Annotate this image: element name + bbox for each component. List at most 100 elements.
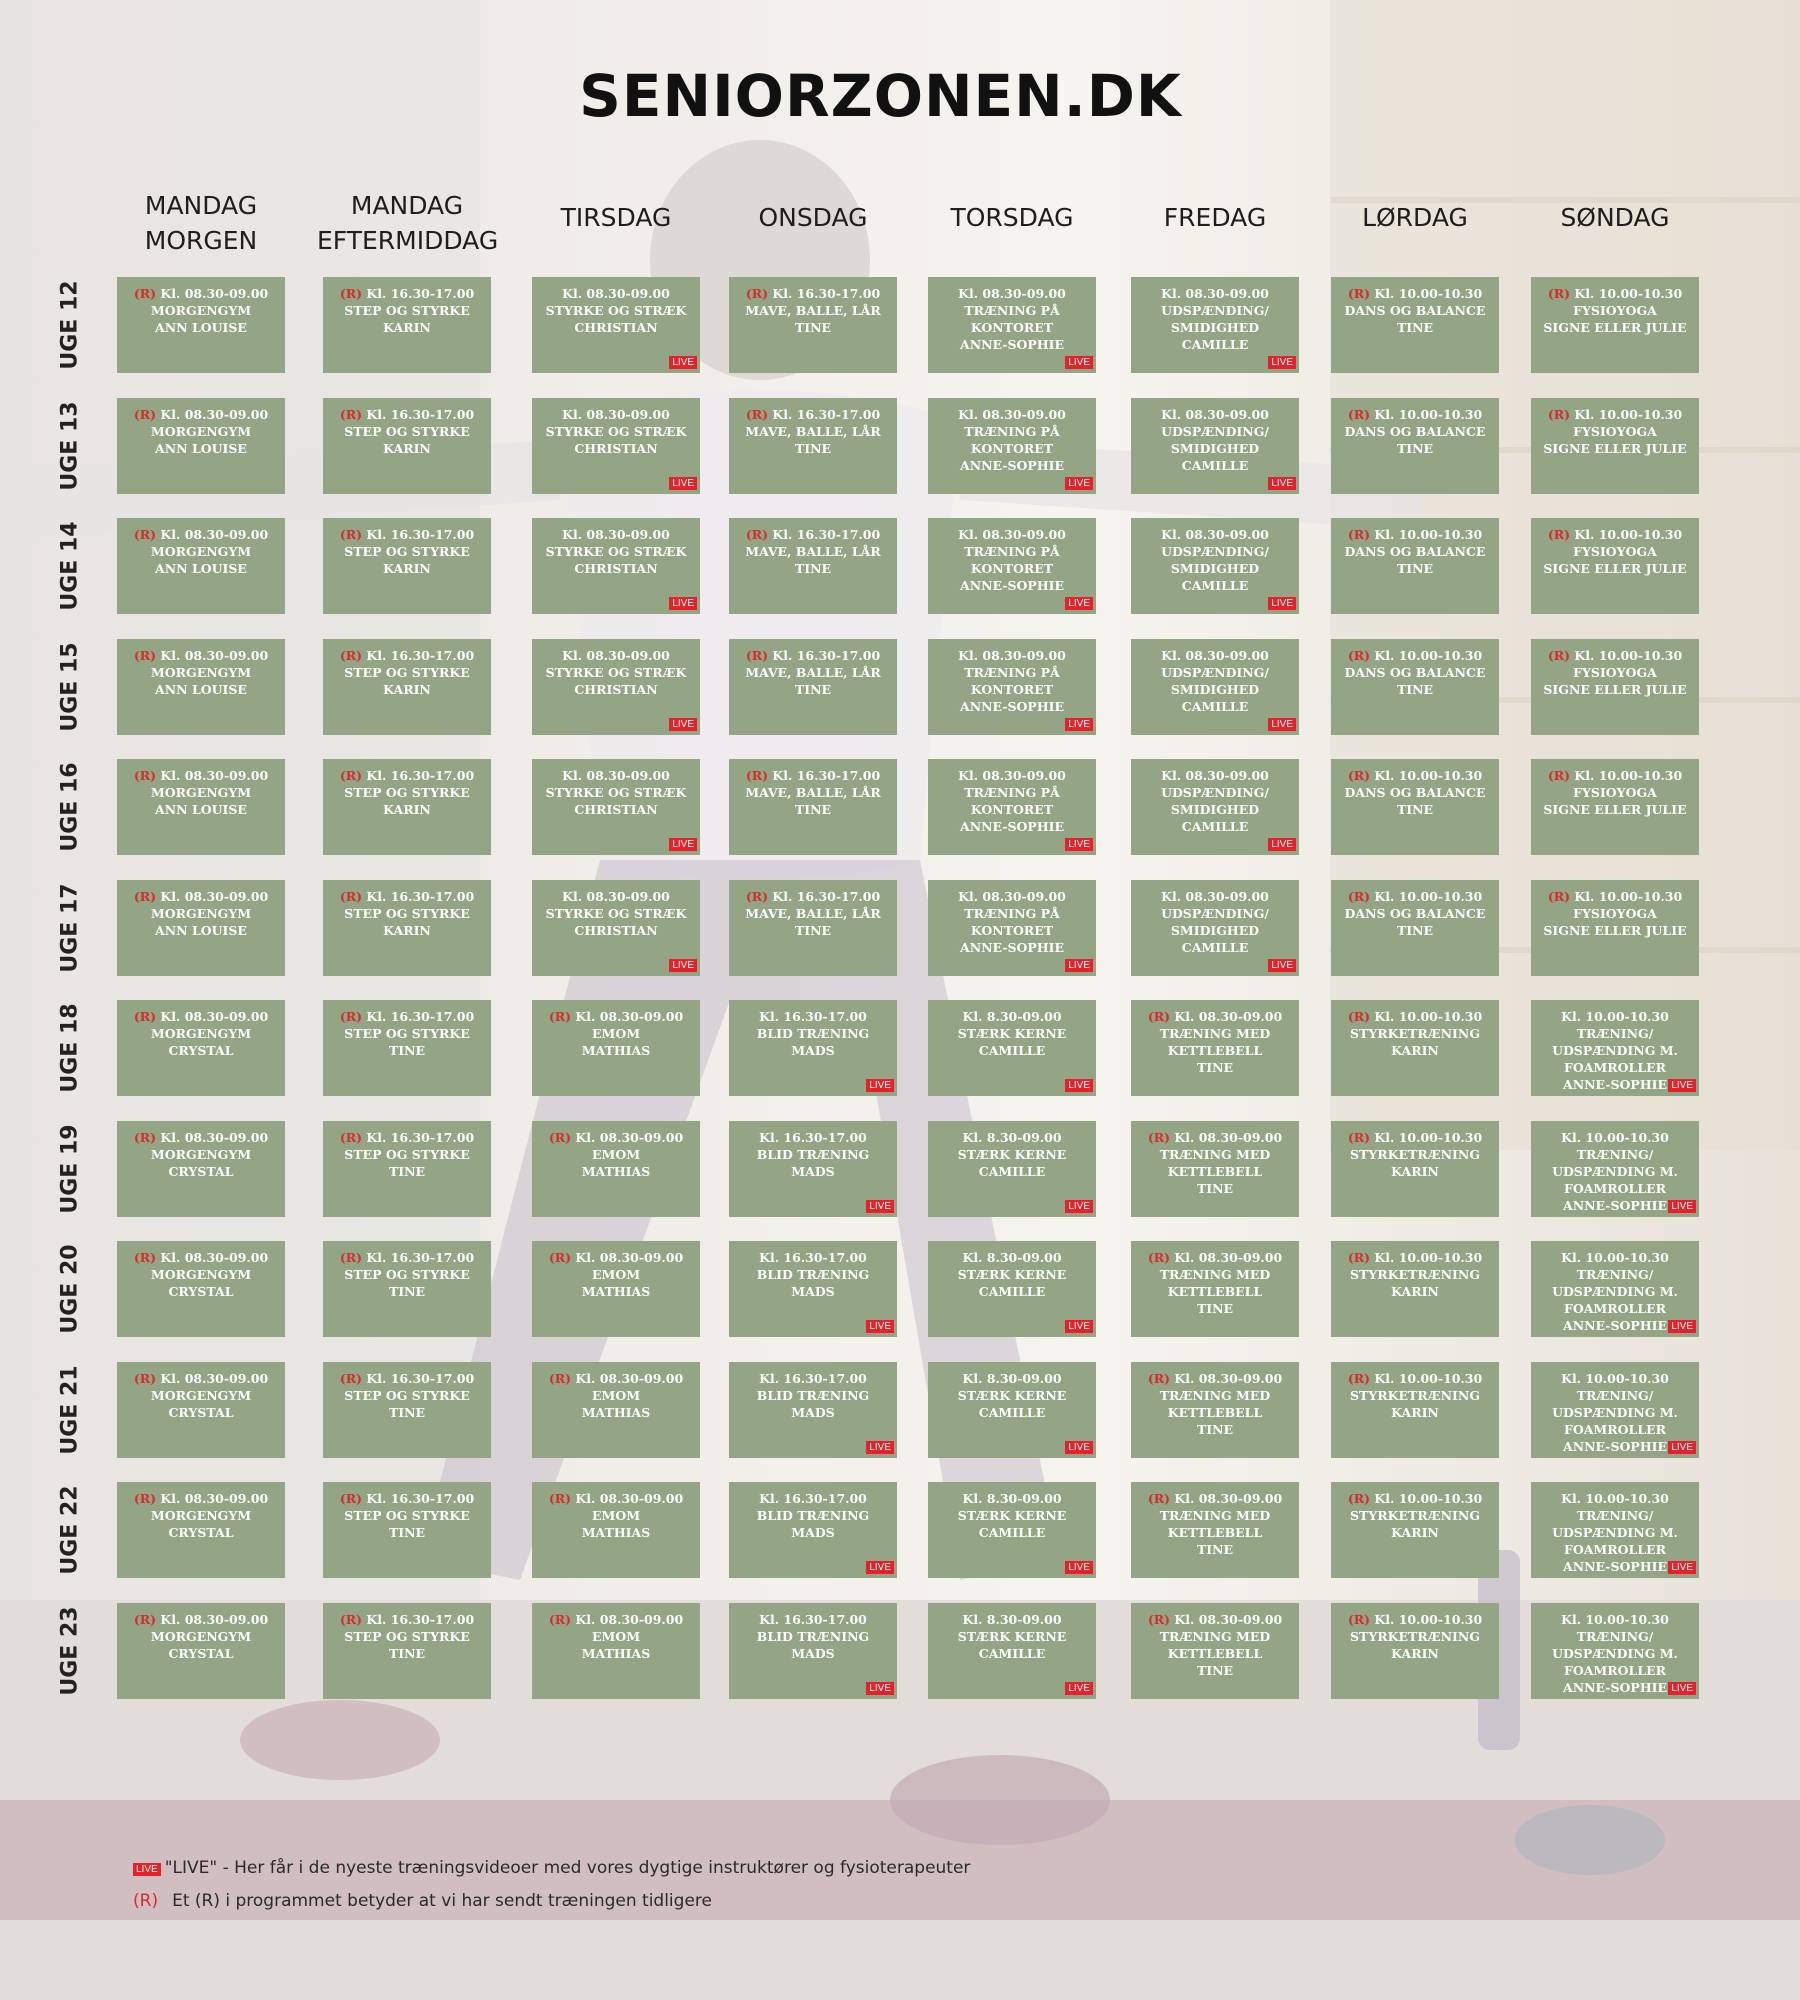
live-badge: LIVE <box>1065 1199 1093 1213</box>
class-time: Kl. 08.30-09.00 <box>958 888 1066 904</box>
class-instructor: ANNE-SOPHIE <box>960 337 1064 352</box>
class-name: TRÆNING MED KETTLEBELL <box>1159 1267 1271 1299</box>
